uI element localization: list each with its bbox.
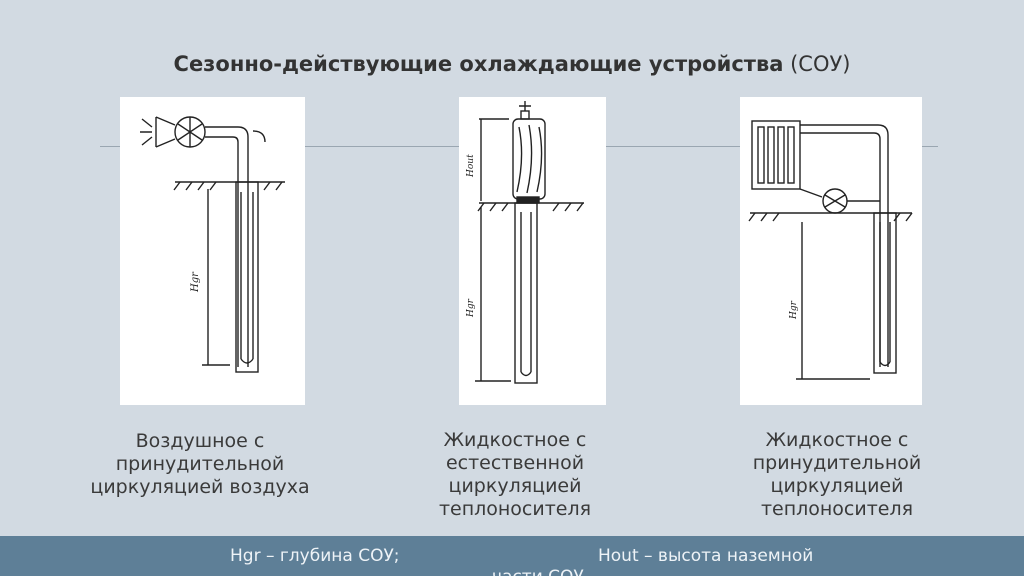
caption-line: естественной <box>445 452 585 474</box>
liquid-natural-drawing: Hout Hgr <box>466 101 584 384</box>
depth-label-1: Hgr <box>190 271 201 293</box>
caption-line: теплоносителя <box>760 498 914 520</box>
liquid-forced-drawing: Hgr <box>748 120 913 380</box>
diagram-liquid-forced: Hgr <box>740 97 922 405</box>
diagram-liquid-natural: Hout Hgr <box>459 97 606 405</box>
caption-line: циркуляцией <box>448 475 582 497</box>
footer-hout-note: Hout – высота наземной <box>598 546 814 566</box>
caption-line: циркуляцией воздуха <box>90 476 310 498</box>
footer-bar: Hgr – глубина СОУ; Hout – высота наземно… <box>0 536 1024 576</box>
slide-title: Сезонно-действующие охлаждающие устройст… <box>0 52 1024 76</box>
footer-hout-note-continued: части СОУ <box>492 567 584 576</box>
title-bold: Сезонно-действующие охлаждающие устройст… <box>173 52 784 76</box>
caption-air-forced: Воздушное с принудительной циркуляцией в… <box>60 430 340 499</box>
caption-line: принудительной <box>115 453 285 475</box>
caption-line: принудительной <box>752 452 922 474</box>
footer-depth-note: Hgr – глубина СОУ; <box>230 546 400 566</box>
caption-liquid-forced: Жидкостное с принудительной циркуляцией … <box>722 429 952 521</box>
diagram-air-forced: Hgr <box>120 97 305 405</box>
caption-line: Жидкостное с <box>765 429 909 451</box>
caption-line: циркуляцией <box>770 475 904 497</box>
caption-line: Воздушное с <box>135 430 265 452</box>
depth-label-2: Hgr <box>466 298 476 318</box>
caption-line: теплоносителя <box>438 498 592 520</box>
caption-liquid-natural: Жидкостное с естественной циркуляцией те… <box>400 429 630 521</box>
depth-label-3: Hgr <box>789 300 799 320</box>
title-abbrev: (СОУ) <box>790 52 851 76</box>
air-forced-drawing: Hgr <box>140 116 285 373</box>
height-label-2: Hout <box>466 154 476 178</box>
caption-line: Жидкостное с <box>443 429 587 451</box>
